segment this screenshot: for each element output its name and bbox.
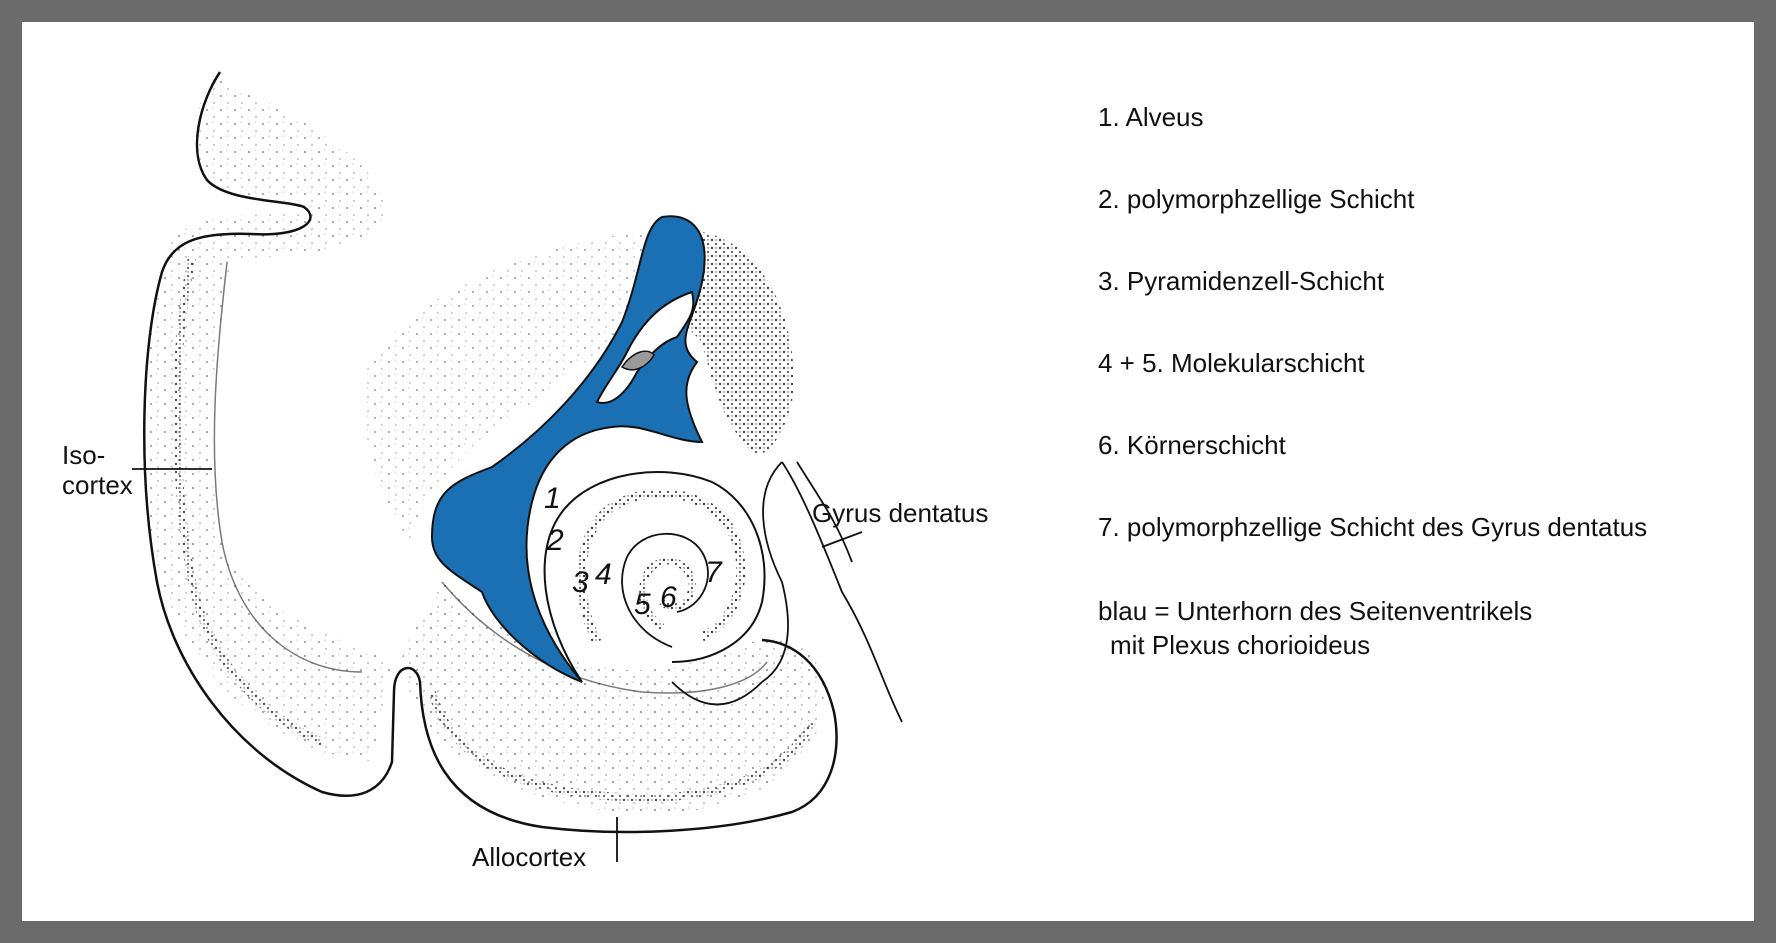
isocortex-label: Iso- cortex <box>62 440 133 500</box>
layer-number-2: 2 <box>546 524 564 557</box>
layer-number-1: 1 <box>544 482 561 515</box>
figure-frame: 1 2 3 4 5 6 7 Iso- cortex Allocortex Gyr… <box>22 22 1754 921</box>
allocortex-gray-matter <box>402 582 824 814</box>
layer-number-6: 6 <box>660 581 677 614</box>
gyrus-dentatus-leader-line <box>822 532 862 547</box>
legend-note-line1: blau = Unterhorn des Seitenventrikels <box>1098 594 1647 628</box>
legend-note-line2: mit Plexus chorioideus <box>1098 628 1647 662</box>
layer-number-4: 4 <box>595 558 612 591</box>
legend: 1. Alveus 2. polymorphzellige Schicht 3.… <box>1098 102 1647 662</box>
gyrus-dentatus-label: Gyrus dentatus <box>812 498 988 528</box>
legend-item-dentate-polymorph-layer: 7. polymorphzellige Schicht des Gyrus de… <box>1098 512 1647 594</box>
isocortex-label-line1: Iso- <box>62 440 133 470</box>
legend-item-molecular-layer: 4 + 5. Molekularschicht <box>1098 348 1647 430</box>
layer-number-5: 5 <box>634 588 651 621</box>
legend-item-granule-layer: 6. Körnerschicht <box>1098 430 1647 512</box>
allocortex-label: Allocortex <box>472 842 586 872</box>
isocortex-label-line2: cortex <box>62 470 133 500</box>
layer-number-7: 7 <box>705 556 723 589</box>
legend-item-polymorph-layer: 2. polymorphzellige Schicht <box>1098 184 1647 266</box>
legend-item-pyramidal-layer: 3. Pyramidenzell-Schicht <box>1098 266 1647 348</box>
layer-number-3: 3 <box>572 566 589 599</box>
legend-item-alveus: 1. Alveus <box>1098 102 1647 184</box>
